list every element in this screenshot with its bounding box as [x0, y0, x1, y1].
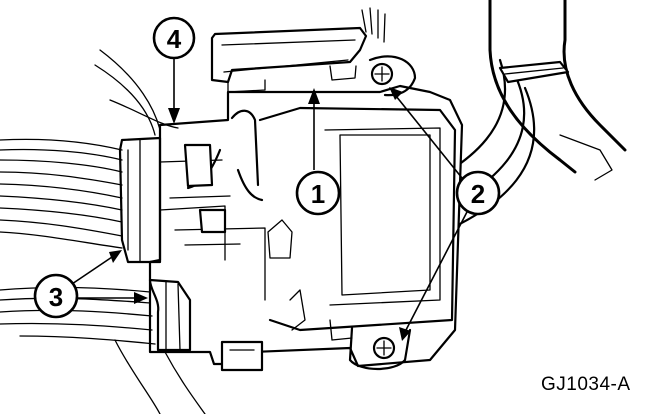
figure-id: GJ1034-A: [541, 374, 631, 395]
svg-text:4: 4: [167, 24, 182, 54]
svg-text:3: 3: [49, 282, 63, 312]
callout-1: 1: [295, 170, 341, 216]
module-body: [118, 55, 464, 372]
callout-3: 3: [33, 273, 79, 319]
leaders: [71, 56, 469, 341]
tie-strap: [498, 60, 570, 84]
callout-4: 4: [152, 16, 196, 60]
wire-bundle-left: [0, 49, 179, 249]
screw-lower: [372, 336, 396, 360]
callout-2: 2: [455, 170, 501, 216]
screw-upper: [370, 62, 394, 86]
svg-text:2: 2: [471, 179, 485, 209]
upper-connector: [210, 7, 386, 93]
svg-text:1: 1: [311, 179, 325, 209]
